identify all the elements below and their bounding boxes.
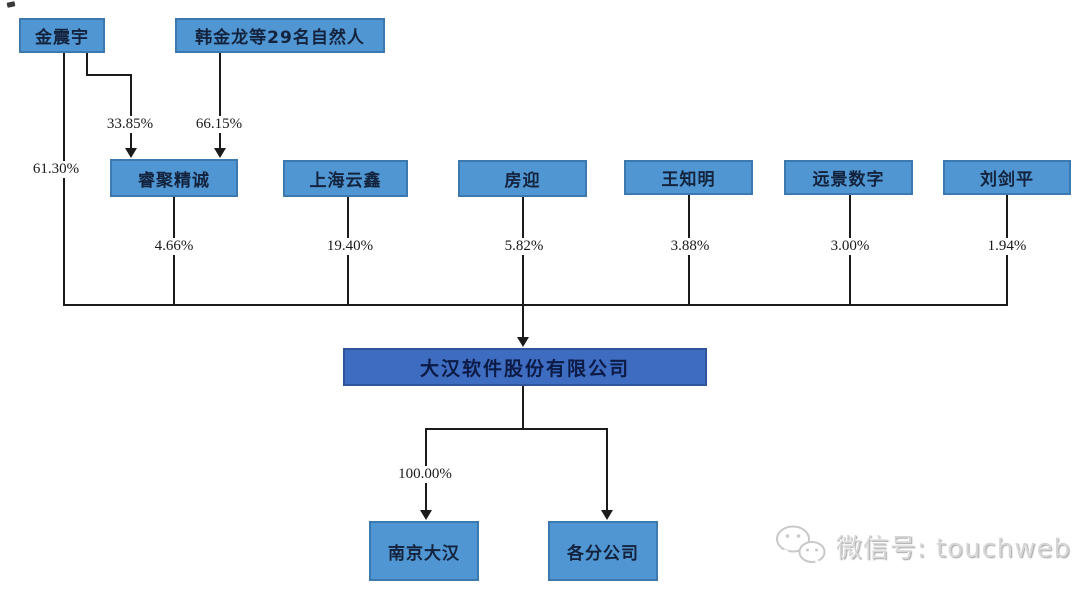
arrowhead-into-ruiju-right — [214, 148, 226, 158]
node-label: 南京大汉 — [388, 543, 460, 564]
pct-shanghai: 19.40% — [322, 238, 378, 255]
pct-liu: 1.94% — [983, 238, 1031, 255]
arrowhead-into-company — [517, 337, 529, 347]
connector-bus — [63, 304, 1008, 306]
node-label: 房迎 — [504, 171, 541, 191]
connector-split-h — [425, 428, 608, 430]
arrowhead-into-ruiju-left — [125, 148, 137, 158]
node-ruijujingcheng: 睿聚精诚 — [110, 159, 238, 197]
arrowhead-into-nanjingdahan — [420, 510, 432, 520]
node-label: 金震宇 — [35, 28, 89, 48]
connector-jin-elbow-v2 — [130, 74, 132, 148]
node-label: 远景数字 — [812, 170, 885, 190]
pct-wang: 3.88% — [666, 238, 714, 255]
node-hanjinlong-group: 韩金龙等29名自然人 — [175, 18, 385, 53]
arrowhead-into-branches — [601, 510, 613, 520]
node-yuanjingshuzi: 远景数字 — [784, 160, 913, 195]
scan-artifact-mark — [6, 1, 16, 8]
node-nanjingdahan: 南京大汉 — [369, 521, 479, 581]
watermark-text: 微信号: touchweb — [836, 533, 1072, 564]
connector-bus-to-company — [522, 304, 524, 339]
connector-han-to-ruiju — [219, 53, 221, 148]
pct-yuanjing: 3.00% — [826, 238, 874, 255]
pct-fang: 5.82% — [500, 238, 548, 255]
node-label: 韩金龙等29名自然人 — [195, 28, 365, 48]
node-jinzhengyu: 金震宇 — [19, 18, 105, 53]
node-shanghaiyunxin: 上海云鑫 — [283, 160, 408, 197]
node-liujianping: 刘剑平 — [943, 160, 1071, 195]
node-wangzhiming: 王知明 — [624, 160, 753, 195]
pct-jin-ruiju: 33.85% — [102, 116, 158, 133]
node-label: 刘剑平 — [980, 170, 1034, 190]
node-dahan-software-company: 大汉软件股份有限公司 — [343, 348, 707, 386]
wechat-icon — [776, 525, 826, 565]
connector-jin-to-bus — [63, 53, 65, 306]
connector-jin-elbow-v1 — [86, 53, 88, 76]
node-label: 王知明 — [661, 170, 716, 190]
node-branch-companies: 各分公司 — [548, 521, 658, 581]
connector-company-down — [522, 386, 524, 430]
node-label: 睿聚精诚 — [138, 170, 210, 191]
pct-jin-company: 61.30% — [28, 161, 84, 178]
pct-nanjingdahan: 100.00% — [394, 466, 456, 483]
connector-to-branches — [606, 428, 608, 510]
node-label: 各分公司 — [567, 543, 639, 564]
node-fangying: 房迎 — [458, 160, 587, 197]
node-label: 大汉软件股份有限公司 — [419, 357, 630, 380]
pct-han-ruiju: 66.15% — [191, 116, 247, 133]
pct-ruiju: 4.66% — [150, 238, 198, 255]
watermark: 微信号: touchweb — [774, 524, 1071, 568]
node-label: 上海云鑫 — [309, 171, 382, 191]
connector-jin-elbow-h — [86, 74, 132, 76]
